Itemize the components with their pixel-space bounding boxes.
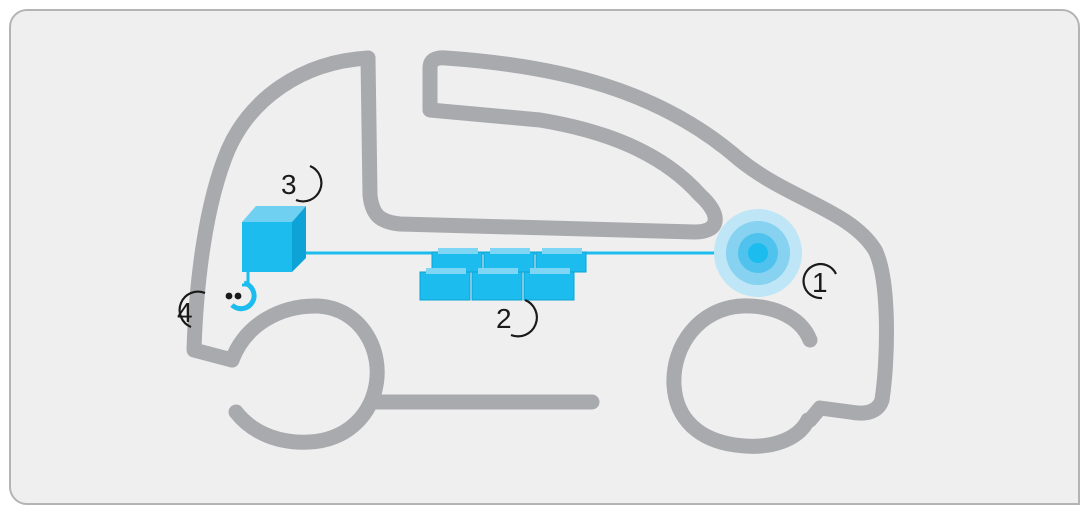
rear-wheel-arch <box>224 298 385 450</box>
car-body-outline <box>186 50 376 368</box>
front-wheel-arch <box>666 298 818 454</box>
battery-pack-icon <box>419 248 587 301</box>
charging-port-icon <box>225 280 257 312</box>
marker-4-label: 4 <box>177 297 193 328</box>
car-outline <box>186 50 894 454</box>
electric-motor-icon <box>714 209 802 297</box>
power-electronics-box-icon <box>242 206 306 272</box>
marker-4: 4 <box>177 290 206 329</box>
marker-1: 1 <box>802 262 837 300</box>
marker-2: 2 <box>496 298 538 338</box>
marker-2-label: 2 <box>496 303 512 334</box>
car-roof-line <box>360 50 894 428</box>
marker-3-label: 3 <box>281 169 297 200</box>
marker-3: 3 <box>281 164 323 203</box>
marker-1-label: 1 <box>812 267 828 298</box>
